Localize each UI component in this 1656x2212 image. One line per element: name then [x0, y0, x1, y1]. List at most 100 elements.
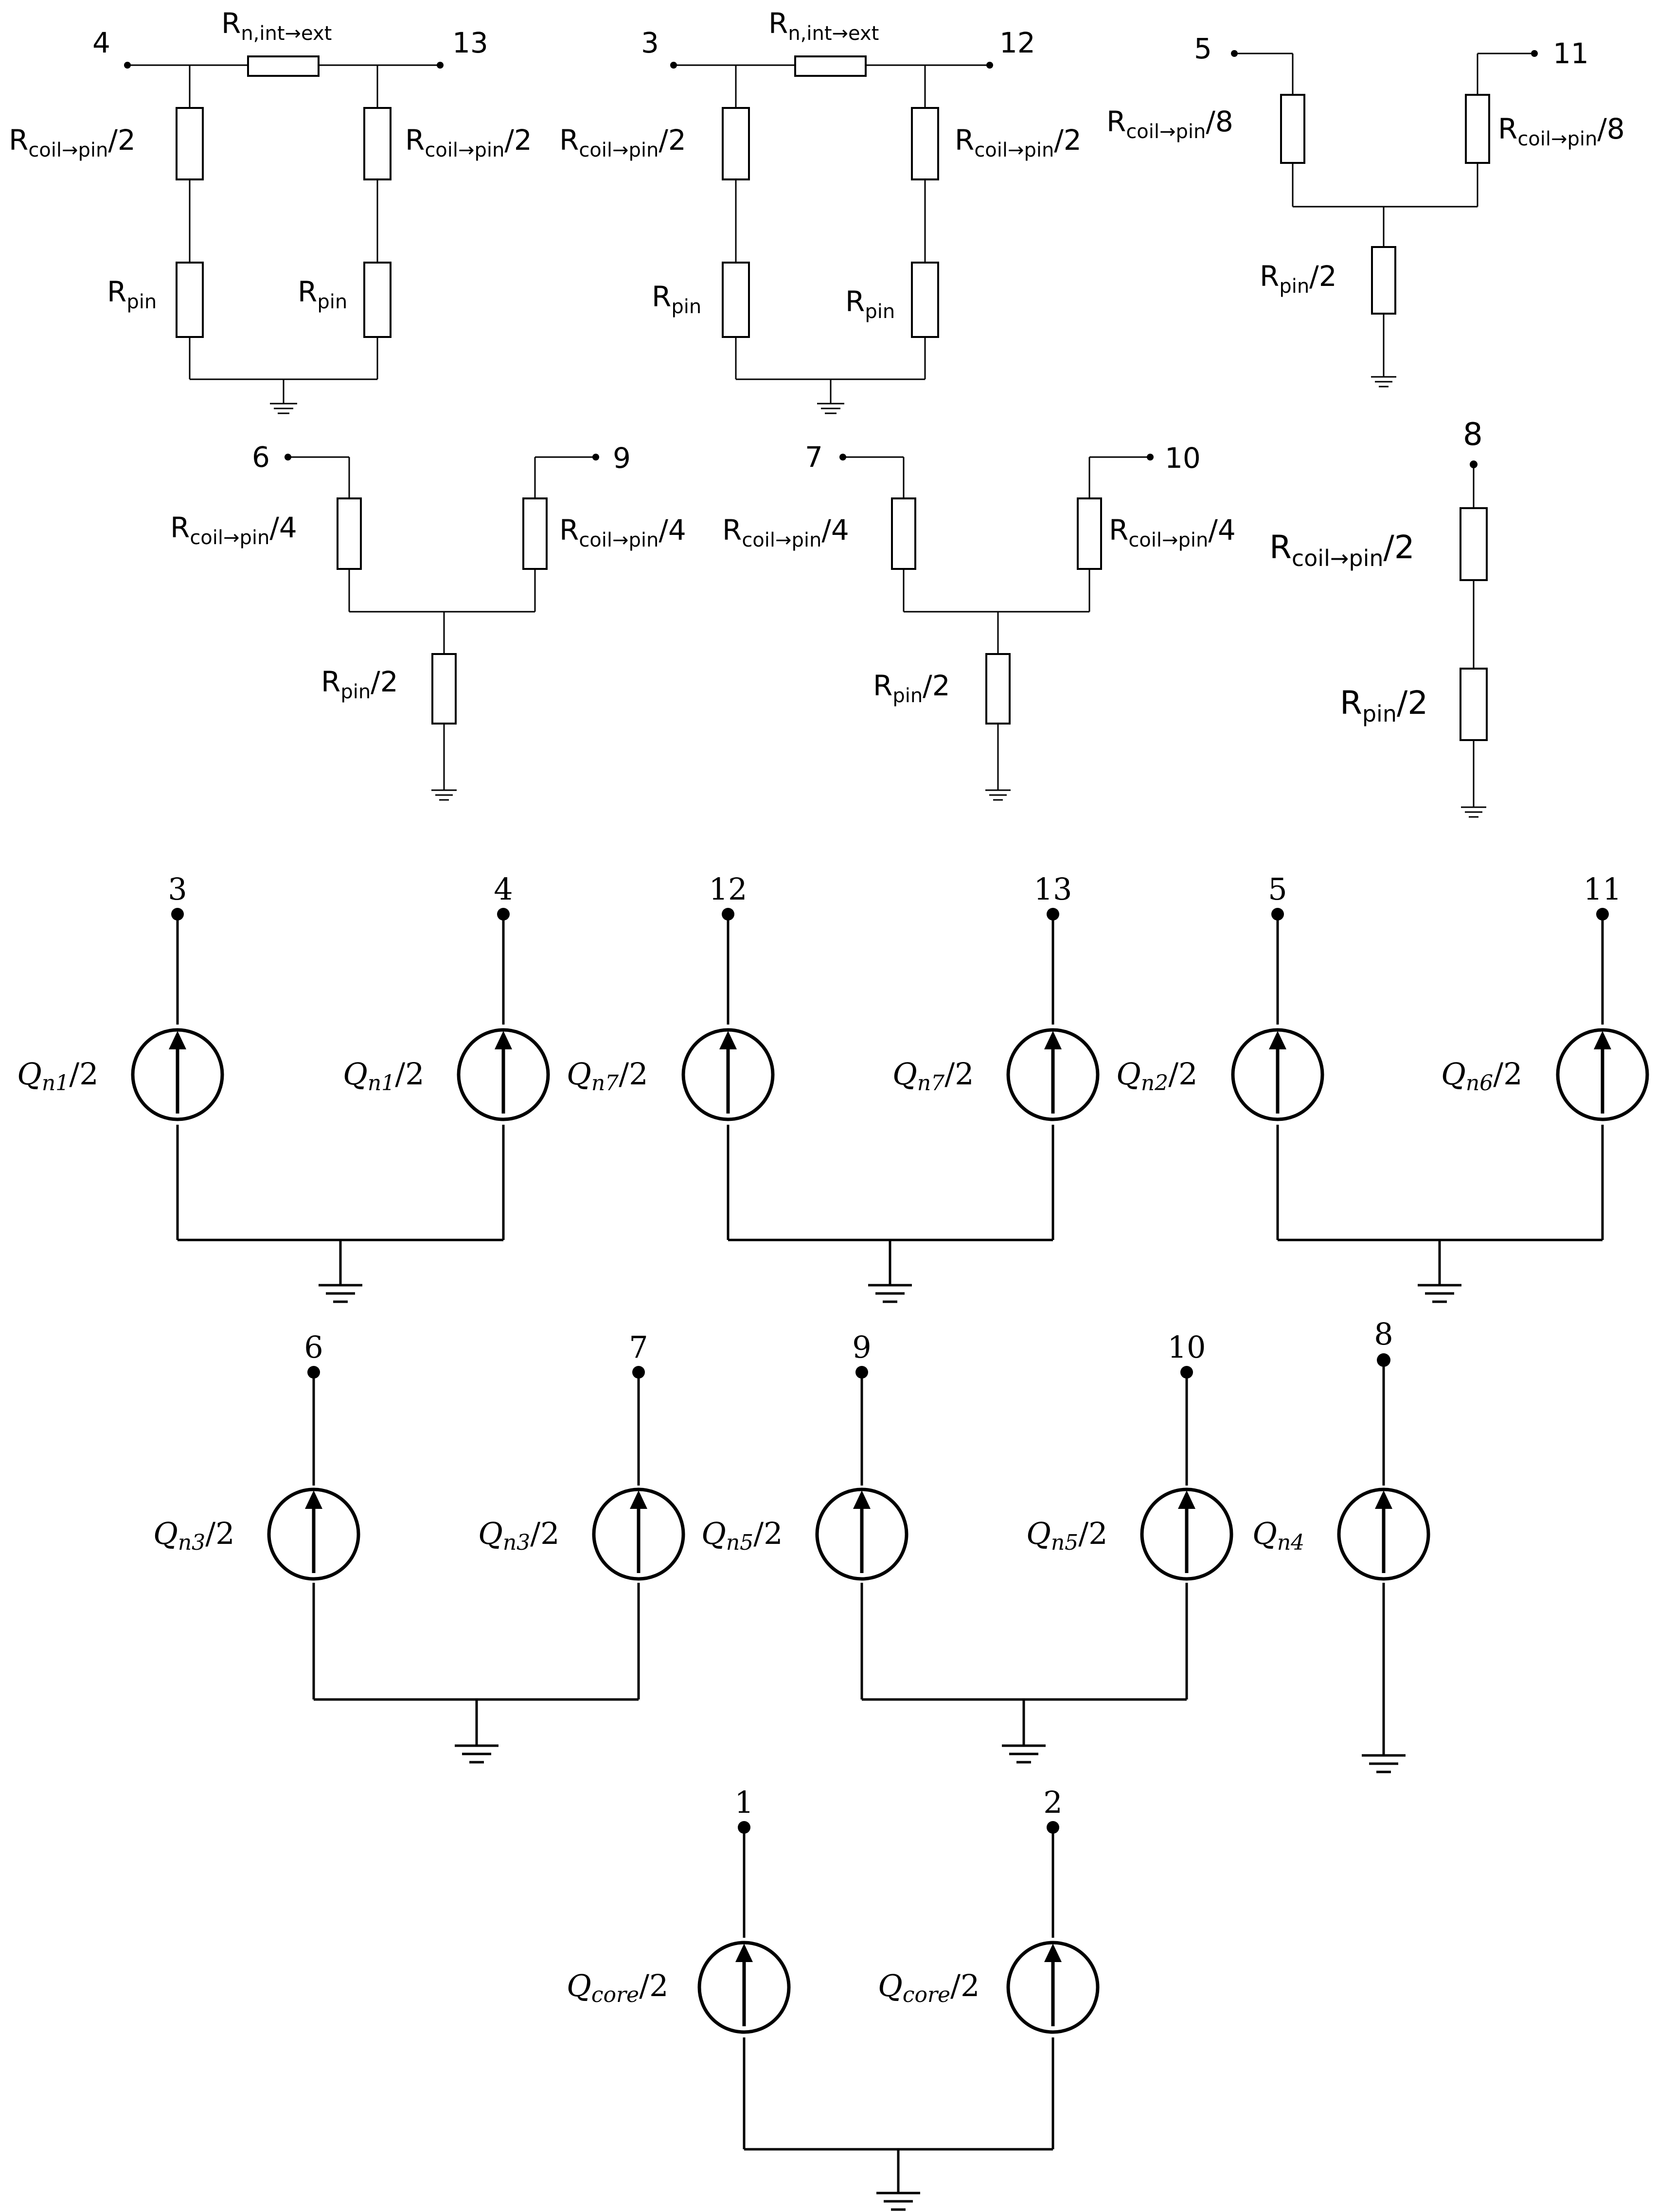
- resistor-label: Rpin/2: [1260, 260, 1337, 298]
- resistor-label: Rpin/2: [1340, 684, 1428, 727]
- node-label: 13: [452, 26, 488, 59]
- heat-source-pair-12-13: 12 13 Qn7/2 Qn7/2: [567, 871, 1100, 1303]
- terminal-node: [1531, 50, 1538, 57]
- heat-source-pair-9-10: 9 10 Qn5/2 Qn5/2: [701, 1329, 1233, 1764]
- node-label: 9: [613, 442, 631, 475]
- current-source-icon: [1556, 1028, 1649, 1121]
- heat-source-single-8: 8 Qn4: [1252, 1316, 1430, 1773]
- ground-icon: [1362, 1754, 1406, 1773]
- source-label: Qn4: [1252, 1516, 1304, 1555]
- resistor-label: Rcoil→pin/4: [170, 511, 297, 549]
- resistor-group-7-10: 7 10 Rcoil→pin/4 Rcoil→pin/4 Rpin/2: [722, 441, 1236, 801]
- node-label: 7: [629, 1329, 648, 1365]
- heat-source-pair-6-7: 6 7 Qn3/2 Qn3/2: [153, 1329, 685, 1764]
- terminal-node: [171, 908, 184, 920]
- current-source-icon: [697, 1941, 791, 2034]
- source-label: Qn1/2: [17, 1056, 99, 1096]
- current-source-icon: [1006, 1028, 1100, 1121]
- ground-icon: [1371, 376, 1396, 388]
- resistor-label: Rcoil→pin/2: [1269, 529, 1415, 571]
- node-label: 12: [999, 26, 1035, 59]
- resistor-label: Rcoil→pin/8: [1106, 105, 1233, 143]
- terminal-node: [1047, 908, 1059, 920]
- terminal-node: [285, 454, 291, 460]
- node-label: 10: [1165, 442, 1201, 475]
- resistor-group-3-12: 3 12 Rn,int→ext Rcoil→pin/2 Rcoil→pin/2 …: [559, 7, 1082, 414]
- terminal-node: [1231, 50, 1238, 57]
- source-label: Qn1/2: [343, 1056, 425, 1096]
- source-label: Qn5/2: [701, 1516, 783, 1555]
- heat-source-pair-5-11: 5 11 Qn2/2 Qn6/2: [1116, 871, 1649, 1303]
- node-label: 10: [1168, 1329, 1206, 1365]
- node-label: 4: [494, 871, 513, 907]
- node-label: 5: [1268, 871, 1287, 907]
- source-label: Qcore/2: [567, 1968, 668, 2007]
- node-label: 4: [92, 26, 110, 59]
- resistor-coil-pin: [1460, 507, 1488, 581]
- resistor-coil-pin-right: [1465, 94, 1490, 164]
- current-source-icon: [267, 1487, 360, 1581]
- resistor-coil-pin-left: [722, 107, 750, 180]
- resistor-pin-center: [1371, 246, 1396, 315]
- terminal-node: [307, 1366, 320, 1379]
- current-source-icon: [1337, 1487, 1430, 1581]
- ground-icon: [985, 789, 1011, 801]
- node-label: 11: [1553, 37, 1589, 70]
- current-source-icon: [681, 1028, 775, 1121]
- source-label: Qn7/2: [567, 1056, 648, 1096]
- current-source-icon: [1140, 1487, 1233, 1581]
- terminal-node: [497, 908, 510, 920]
- node-label: 13: [1034, 871, 1072, 907]
- terminal-node: [437, 62, 444, 69]
- node-label: 6: [304, 1329, 323, 1365]
- resistor-coil-pin-right: [522, 497, 548, 570]
- node-label: 1: [734, 1785, 753, 1820]
- source-label: Qn6/2: [1441, 1056, 1523, 1096]
- terminal-node: [1180, 1366, 1193, 1379]
- resistor-label: Rcoil→pin/2: [405, 124, 532, 161]
- terminal-node: [592, 454, 599, 460]
- resistor-pin-center: [985, 653, 1011, 725]
- resistor-label: Rcoil→pin/8: [1498, 112, 1625, 150]
- source-label: Qn7/2: [892, 1056, 974, 1096]
- current-source-icon: [457, 1028, 550, 1121]
- source-label: Qcore/2: [878, 1968, 979, 2007]
- node-label: 6: [252, 441, 270, 474]
- ground-icon: [319, 1240, 362, 1303]
- resistor-label: Rcoil→pin/4: [1109, 513, 1236, 551]
- current-source-icon: [1231, 1028, 1324, 1121]
- ground-icon: [455, 1699, 499, 1764]
- terminal-node: [1596, 908, 1609, 920]
- terminal-node: [855, 1366, 868, 1379]
- resistor-pin: [1460, 668, 1488, 741]
- ground-icon: [431, 789, 457, 801]
- current-source-icon: [131, 1028, 224, 1121]
- resistor-pin-center: [431, 653, 457, 725]
- resistor-coil-pin-right: [1077, 497, 1102, 570]
- current-source-icon: [592, 1487, 685, 1581]
- current-source-icon: [815, 1487, 908, 1581]
- resistor-group-5-11: 5 11 Rcoil→pin/8 Rcoil→pin/8 Rpin/2: [1106, 32, 1625, 388]
- resistor-label: Rn,int→ext: [221, 7, 332, 45]
- terminal-node: [1147, 454, 1154, 460]
- resistor-label: Rcoil→pin/4: [722, 513, 849, 551]
- terminal-node: [1271, 908, 1284, 920]
- resistor-label: Rcoil→pin/4: [559, 513, 686, 551]
- resistor-n-int-ext: [247, 55, 320, 77]
- source-label: Qn3/2: [153, 1516, 235, 1555]
- resistor-label: Rcoil→pin/2: [955, 124, 1082, 161]
- resistor-group-4-13: 4 13 Rn,int→ext Rcoil→pin/2 Rcoil→pin/2 …: [9, 7, 532, 414]
- node-label: 7: [805, 441, 823, 474]
- resistor-label: Rpin/2: [873, 669, 950, 707]
- resistor-coil-pin-right: [363, 107, 392, 180]
- node-label: 12: [709, 871, 748, 907]
- terminal-node: [632, 1366, 645, 1379]
- terminal-node: [1377, 1353, 1390, 1367]
- node-label: 3: [168, 871, 187, 907]
- resistor-coil-pin-left: [176, 107, 204, 180]
- resistor-group-8: 8 Rcoil→pin/2 Rpin/2: [1269, 417, 1488, 818]
- resistor-group-6-9: 6 9 Rcoil→pin/4 Rcoil→pin/4 Rpin/2: [170, 441, 686, 801]
- node-label: 9: [852, 1329, 871, 1365]
- node-label: 8: [1463, 417, 1483, 453]
